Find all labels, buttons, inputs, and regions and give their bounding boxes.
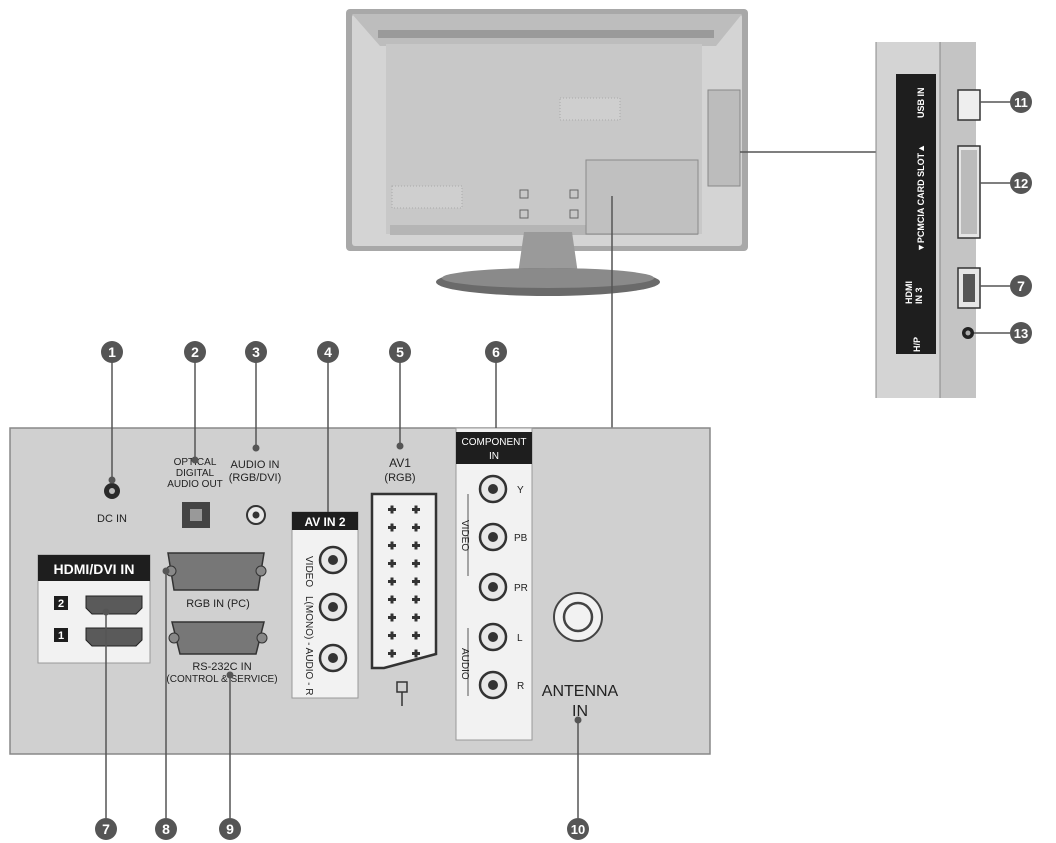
svg-text:4: 4 [324, 344, 332, 360]
svg-text:10: 10 [571, 822, 585, 837]
callout-3: 3 [245, 341, 267, 363]
hdmi-dvi-in-label: HDMI/DVI IN [54, 561, 135, 577]
av-in-2-video-label: VIDEO [303, 556, 314, 587]
rgb-in-port-icon [167, 552, 265, 591]
callout-9: 9 [219, 818, 241, 840]
av1-label-2: (RGB) [384, 472, 415, 484]
callout-2: 2 [184, 341, 206, 363]
svg-text:6: 6 [492, 344, 500, 360]
side-label-headphone: H/P [912, 337, 922, 352]
optical-label-3: AUDIO OUT [167, 479, 223, 490]
dc-in-label: DC IN [97, 513, 127, 525]
component-r-label: R [517, 681, 524, 692]
callout-11: 11 [1010, 91, 1032, 113]
scart-pins [388, 505, 420, 658]
component-l-label: L [517, 633, 523, 644]
av1-scart-port-icon [370, 492, 438, 670]
av-in-2-audio-label: L(MONO) - AUDIO - R [303, 596, 314, 695]
callout-leader-lines [105, 101, 1010, 818]
hdmi-1-label: 1 [58, 630, 64, 642]
callout-4: 4 [317, 341, 339, 363]
rgb-in-label: RGB IN (PC) [186, 598, 250, 610]
callout-5: 5 [389, 341, 411, 363]
svg-text:7: 7 [1017, 278, 1025, 294]
callout-8: 8 [155, 818, 177, 840]
audio-in-label-1: AUDIO IN [231, 459, 280, 471]
svg-text:7: 7 [102, 821, 110, 837]
component-label-1: COMPONENT [462, 437, 527, 448]
svg-text:8: 8 [162, 821, 170, 837]
component-video-label: VIDEO [459, 520, 470, 551]
svg-text:12: 12 [1014, 176, 1028, 191]
callout-7-side: 7 [1010, 275, 1032, 297]
svg-text:1: 1 [108, 344, 116, 360]
side-label-usb-in: USB IN [916, 87, 926, 118]
component-audio-label: AUDIO [459, 648, 470, 680]
optical-label-2: DIGITAL [176, 468, 215, 479]
svg-text:5: 5 [396, 344, 404, 360]
rs232c-port-icon [171, 621, 265, 655]
hdmi-port-1-icon [85, 627, 143, 647]
tv-back-illustration [346, 9, 878, 428]
component-pr-label: PR [514, 583, 528, 594]
callout-10: 10 [567, 818, 589, 840]
svg-text:2: 2 [191, 344, 199, 360]
rs232c-label-1: RS-232C IN [192, 661, 251, 673]
av1-label-1: AV1 [389, 456, 411, 470]
audio-in-label-2: (RGB/DVI) [229, 472, 282, 484]
side-panel [875, 42, 981, 398]
antenna-in-jack-icon [553, 592, 603, 642]
hdmi-port-2-icon [85, 595, 143, 615]
hdmi-2-label: 2 [58, 598, 64, 610]
rs232c-label-2: (CONTROL & SERVICE) [166, 674, 277, 685]
side-label-hdmi-in-3-a: HDMI [904, 281, 914, 304]
callout-1: 1 [101, 341, 123, 363]
side-label-pcmcia: ▼PCMCIA CARD SLOT▲ [916, 144, 926, 252]
scart-symbol-icon [396, 681, 408, 706]
svg-text:3: 3 [252, 344, 260, 360]
svg-text:11: 11 [1014, 95, 1028, 110]
antenna-label-1: ANTENNA [542, 683, 619, 700]
callout-7-rear: 7 [95, 818, 117, 840]
callout-13: 13 [1010, 322, 1032, 344]
component-pb-label: PB [514, 533, 528, 544]
av-in-2-label: AV IN 2 [304, 515, 345, 529]
side-label-hdmi-in-3-b: IN 3 [914, 287, 924, 304]
component-y-label: Y [517, 485, 524, 496]
callout-6: 6 [485, 341, 507, 363]
antenna-label-2: IN [572, 703, 588, 720]
svg-text:13: 13 [1014, 326, 1028, 341]
component-label-2: IN [489, 451, 499, 462]
svg-text:9: 9 [226, 821, 234, 837]
callout-12: 12 [1010, 172, 1032, 194]
